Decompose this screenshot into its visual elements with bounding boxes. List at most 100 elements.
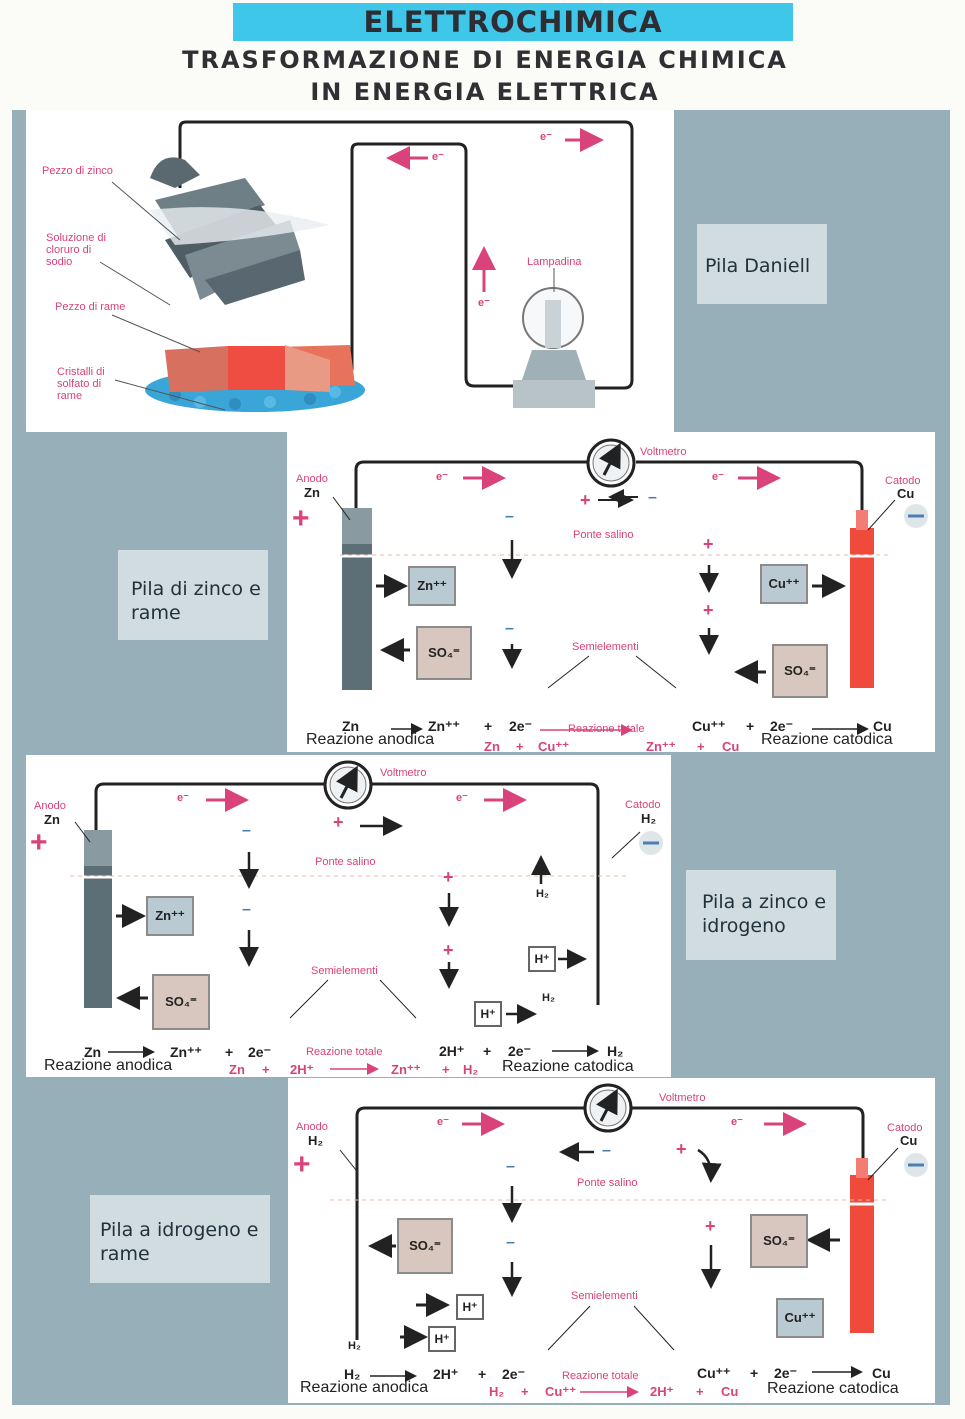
s4-total-label: Reazione totale [562,1370,639,1382]
s3-h2-out: H₂ [542,992,555,1004]
s2-cat-cu2: Cu⁺⁺ [692,718,726,734]
label-crystals: Cristalli di solfato di rame [57,366,105,402]
s3-cat-plus: + [483,1043,492,1059]
s3-tot-2h: 2H⁺ [290,1062,314,1077]
label-lamp: Lampadina [527,256,582,268]
s4-cat-cu2: Cu⁺⁺ [697,1365,731,1381]
s3-plus-terminal: + [30,826,48,859]
s3-bridge-label: Ponte salino [315,856,376,868]
s4-tot-h2: H₂ [489,1384,505,1399]
s2-bridge-label: Ponte salino [573,529,634,541]
s4-electrodes [330,1158,890,1333]
s3-minus-a: – [242,822,251,839]
s2-tot-zn: Zn [484,739,500,754]
s3-wire [94,782,600,1005]
s3-plus-b: + [443,940,454,960]
s2-ion-so4-right: SO₄⁼ [772,644,828,698]
s3-tot-zn2: Zn⁺⁺ [391,1062,421,1077]
s3-voltmeter-icon [323,760,373,810]
s4-arrows [339,1112,899,1398]
zinc-piece-icon [150,157,330,305]
s4-tot-p1: + [521,1384,529,1399]
s4-tot-cu2: Cu⁺⁺ [545,1384,577,1399]
copper-piece-icon [165,345,355,392]
s2-total-label: Reazione totale [568,723,645,735]
label-zinc-copper: Pila di zinco e rame [131,578,261,624]
page-subtitle-line2: IN ENERGIA ELETTRICA [310,78,660,106]
s2-plus-a: + [703,534,714,554]
s3-plus-a: + [443,867,454,887]
s4-electron-right: e⁻ [731,1116,743,1128]
s4-plus-a: + [705,1216,716,1236]
s3-tot-p1: + [262,1062,270,1077]
s2-ion-so4-left: SO₄⁼ [416,626,472,680]
s2-an-2e: 2e⁻ [509,718,532,734]
s2-minus-b: – [505,620,514,637]
s3-terminal-icons [639,831,663,855]
s1-electron-top: e⁻ [540,131,552,143]
s2-electrodes [340,508,890,690]
s4-minus-a: – [506,1158,515,1175]
s3-ion-so4: SO₄⁼ [152,974,210,1030]
s3-tot-zn: Zn [229,1062,245,1077]
s2-tot-p1: + [516,739,524,754]
s3-an-2e: 2e⁻ [248,1044,271,1060]
s2-anode-title: Anodo [296,473,328,485]
s2-cathode-title: Catodo [885,475,921,487]
s2-electron-right: e⁻ [712,471,724,483]
s2-tot-zn2: Zn⁺⁺ [646,739,676,754]
s3-electron-left: e⁻ [177,792,189,804]
s4-half-label: Semielementi [571,1290,638,1302]
s3-total-label: Reazione totale [306,1046,383,1058]
s4-electron-left: e⁻ [437,1116,449,1128]
s3-an-plus: + [225,1044,234,1060]
label-copper-piece: Pezzo di rame [55,301,126,313]
s2-arrows [332,466,896,736]
label-hydrogen-copper: Pila a idrogeno e rame [100,1219,259,1265]
s3-electron-right: e⁻ [456,792,468,804]
label-box-daniell [697,224,827,304]
s3-minus-b: – [242,901,251,918]
s2-an-zn: Zn [342,718,360,734]
s4-bridge-plus: + [676,1139,687,1159]
s2-tot-cu2: Cu⁺⁺ [538,739,570,754]
s2-ion-zn: Zn⁺⁺ [408,566,456,606]
daniell-electron-arrows [386,128,604,292]
s2-cathodic-reaction: Reazione catodica [761,731,893,748]
s4-voltmeter-icon [583,1083,633,1133]
s4-cathode-title: Catodo [887,1122,923,1134]
daniell-wire [178,120,634,390]
lamp-icon [513,287,595,408]
s4-terminal-icons [904,1153,928,1177]
s2-minus-a: – [505,508,514,525]
s4-voltmeter-label: Voltmetro [659,1092,706,1104]
s4-plus-terminal: + [293,1148,311,1181]
s3-ion-h-a: H⁺ [528,946,556,972]
s2-cathode: Cu [897,486,915,501]
s4-ion-so4-right: SO₄⁼ [750,1214,808,1268]
s4-cathodic-reaction: Reazione catodica [767,1380,899,1397]
s4-anode-title: Anodo [296,1121,328,1133]
s3-anode-title: Anodo [34,800,66,812]
s3-arrows [74,788,641,1075]
s2-bridge-minus: – [648,489,657,506]
label-box-hydrogen-copper [90,1195,270,1283]
s4-cat-2e: 2e⁻ [774,1365,797,1381]
s3-cat-h2: H₂ [607,1043,624,1059]
s2-bridge-plus: + [580,490,591,510]
s4-tot-cu: Cu [721,1384,739,1399]
label-box-zinc-copper [118,550,268,640]
s3-cathodic-reaction: Reazione catodica [502,1058,634,1075]
s3-ion-zn: Zn⁺⁺ [146,896,194,936]
s4-cat-cu: Cu [872,1365,891,1381]
s3-half-label: Semielementi [311,965,378,977]
s4-bridge-minus: – [602,1142,611,1159]
s2-anodic-reaction: Reazione anodica [306,731,435,748]
s3-an-zn2: Zn⁺⁺ [170,1044,202,1060]
s4-an-h2: H₂ [344,1366,361,1382]
s2-voltmeter-label: Voltmetro [640,446,687,458]
s2-terminal-icons [904,504,928,528]
s4-ion-cu: Cu⁺⁺ [776,1298,824,1338]
s2-cat-plus: + [746,718,755,734]
